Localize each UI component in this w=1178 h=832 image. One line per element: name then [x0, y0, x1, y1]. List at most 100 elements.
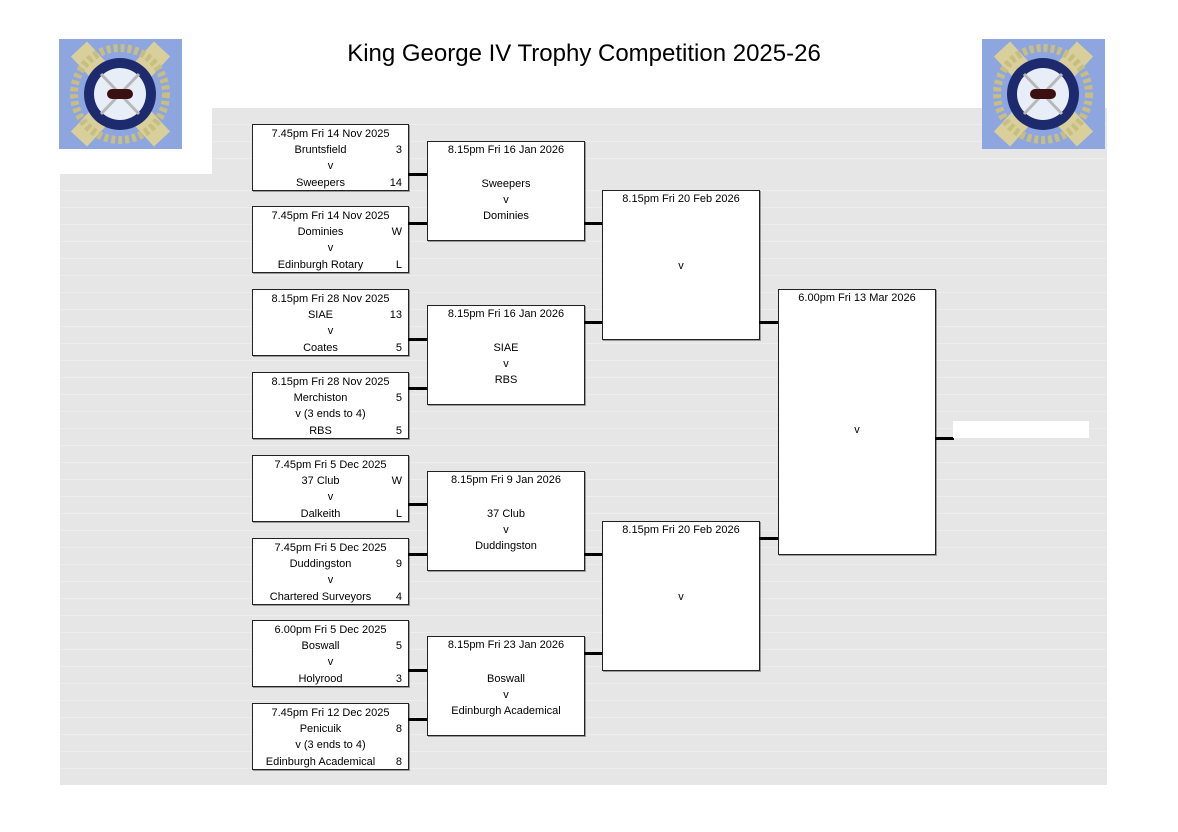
bracket-connector — [408, 222, 428, 225]
midlothian-province-logo-left — [59, 39, 182, 149]
team-row: Sweepers 14 — [253, 175, 408, 191]
team-name: 37 Club — [487, 508, 525, 520]
bracket-connector — [759, 537, 779, 540]
match-date: 8.15pm Fri 28 Nov 2025 — [271, 293, 390, 305]
match-date: 7.45pm Fri 12 Dec 2025 — [271, 707, 390, 719]
versus-label: v — [327, 491, 334, 503]
team-name: Coates — [303, 342, 338, 354]
match-date: 8.15pm Fri 9 Jan 2026 — [450, 474, 562, 486]
team-name: Penicuik — [299, 723, 342, 735]
bracket-connector — [935, 437, 954, 440]
team-row: SIAE 13 — [253, 307, 408, 323]
team-name: RBS — [494, 374, 518, 386]
team-score: L — [395, 508, 402, 520]
match-date: 8.15pm Fri 20 Feb 2026 — [622, 193, 740, 205]
team-name: SIAE — [493, 342, 519, 354]
bracket-connector — [584, 222, 603, 225]
team-name: Dominies — [483, 210, 529, 222]
page-title: King George IV Trophy Competition 2025-2… — [347, 40, 821, 67]
bracket-connector — [584, 321, 603, 324]
team-score: 8 — [395, 723, 402, 735]
match-date: 8.15pm Fri 16 Jan 2026 — [447, 144, 565, 156]
team-score: W — [391, 475, 402, 487]
versus-label: v — [678, 591, 684, 603]
versus-label: v — [327, 656, 334, 668]
team-score: 3 — [395, 144, 402, 156]
team-score: 14 — [389, 177, 402, 189]
bracket-connector — [584, 652, 603, 655]
team-score: 9 — [395, 558, 402, 570]
team-name: Chartered Surveyors — [269, 591, 372, 603]
versus-label: v — [503, 524, 509, 536]
match-date: 7.45pm Fri 14 Nov 2025 — [271, 128, 390, 140]
team-score: 13 — [389, 309, 402, 321]
bracket-connector — [408, 503, 428, 506]
team-score: 5 — [395, 392, 402, 404]
team-row: Bruntsfield 3 — [253, 142, 408, 158]
match-date: 8.15pm Fri 28 Nov 2025 — [271, 376, 390, 388]
match-date: 6.00pm Fri 5 Dec 2025 — [274, 624, 387, 636]
versus-label: v — [327, 242, 334, 254]
team-name: Bruntsfield — [294, 144, 347, 156]
versus-label: v (3 ends to 4) — [295, 739, 366, 751]
versus-label: v — [503, 689, 509, 701]
bracket-connector — [408, 173, 428, 176]
team-score: 8 — [395, 756, 402, 768]
team-name: Boswall — [487, 673, 525, 685]
versus-label: v — [678, 260, 684, 272]
team-row: Boswall 5 — [253, 638, 408, 654]
team-row: Duddingston 9 — [253, 556, 408, 572]
versus-label: v — [503, 358, 509, 370]
team-name: Duddingston — [475, 540, 537, 552]
semifinal-match: 8.15pm Fri 20 Feb 2026 v — [602, 190, 760, 340]
winner-slot — [953, 421, 1089, 438]
midlothian-province-logo-right — [982, 39, 1105, 149]
team-row: Holyrood 3 — [253, 671, 408, 687]
team-name: RBS — [309, 425, 332, 437]
team-name: 37 Club — [301, 475, 340, 487]
team-name: Boswall — [301, 640, 340, 652]
team-row: Penicuik 8 — [253, 721, 408, 737]
team-name: Dominies — [297, 226, 344, 238]
bracket-connector — [584, 553, 603, 556]
team-name: Duddingston — [289, 558, 352, 570]
match-date: 7.45pm Fri 14 Nov 2025 — [271, 210, 390, 222]
team-name: Sweepers — [481, 178, 531, 190]
final-match: 6.00pm Fri 13 Mar 2026 v — [778, 289, 936, 555]
team-name: Sweepers — [296, 177, 345, 189]
versus-label: v — [327, 574, 334, 586]
match-date: 6.00pm Fri 13 Mar 2026 — [798, 292, 916, 304]
team-score: 5 — [395, 425, 402, 437]
team-name: Edinburgh Rotary — [277, 259, 364, 271]
team-name: Holyrood — [298, 673, 343, 685]
team-name: Edinburgh Academical — [451, 705, 561, 717]
match-date: 8.15pm Fri 23 Jan 2026 — [447, 639, 565, 651]
versus-label: v — [503, 194, 509, 206]
team-score: 4 — [395, 591, 402, 603]
match-date: 7.45pm Fri 5 Dec 2025 — [274, 542, 387, 554]
team-score: 5 — [395, 640, 402, 652]
team-name: SIAE — [307, 309, 334, 321]
versus-label: v — [327, 160, 334, 172]
versus-label: v — [327, 325, 334, 337]
versus-label: v — [854, 424, 860, 436]
semifinal-match: 8.15pm Fri 20 Feb 2026 v — [602, 521, 760, 671]
match-date: 8.15pm Fri 20 Feb 2026 — [622, 524, 740, 536]
team-score: 3 — [395, 673, 402, 685]
bracket-connector — [759, 321, 779, 324]
